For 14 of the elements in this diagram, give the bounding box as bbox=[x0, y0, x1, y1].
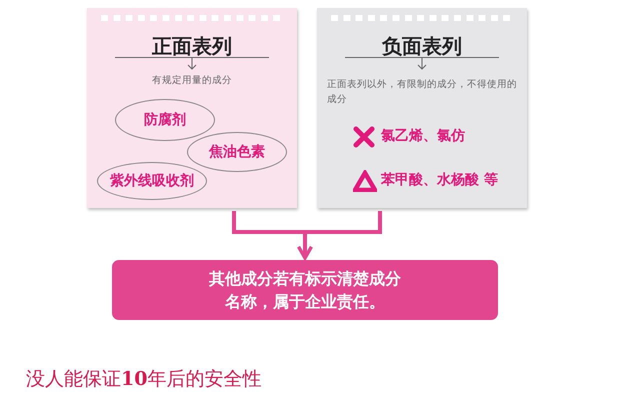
card-subtitle: 有规定用量的成分 bbox=[151, 74, 233, 88]
result-box: 其他成分若有标示清楚成分名称，属于企业责任。 bbox=[112, 260, 498, 320]
connector-arrow bbox=[297, 211, 382, 260]
notepad-card bbox=[317, 8, 527, 208]
ingredient-ellipse: 防腐剂 bbox=[115, 99, 215, 141]
ingredient-ellipse: 紫外线吸收剂 bbox=[97, 162, 207, 200]
ingredient-text: 氯乙烯、氯仿 bbox=[381, 127, 465, 145]
card-subtitle: 正面表列以外，有限制的成分，不得使用的成分 bbox=[327, 78, 518, 107]
ingredient-text: 苯甲酸、水杨酸 等 bbox=[381, 171, 498, 189]
footer-note: 没人能保证10年后的安全性 bbox=[26, 367, 262, 392]
card-heading: 正面表列 bbox=[151, 33, 233, 60]
card-heading: 负面表列 bbox=[380, 33, 463, 60]
notepad-card bbox=[87, 8, 297, 208]
ingredient-ellipse: 焦油色素 bbox=[187, 132, 287, 172]
